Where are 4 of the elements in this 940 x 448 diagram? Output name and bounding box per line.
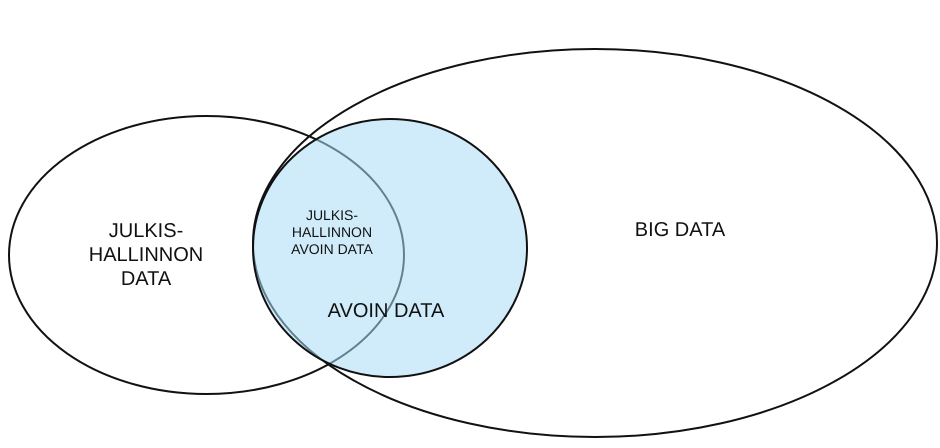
set-label: JULKIS-HALLINNON DATA [88,219,204,291]
set-label: BIG DATA [634,218,726,242]
set-label: AVOIN DATA [326,299,446,323]
intersection-label: JULKIS-HALLINNON AVOIN DATA [290,206,374,258]
